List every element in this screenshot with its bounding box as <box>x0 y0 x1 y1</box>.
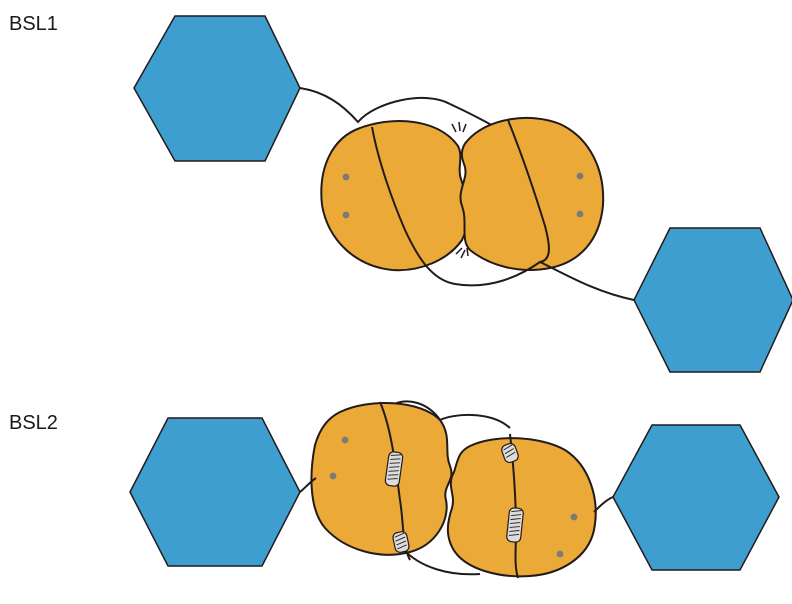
bsl1-domain-left <box>321 121 468 270</box>
bsl1-contact-marks-bottom <box>456 248 468 258</box>
bsl2-dot <box>571 514 578 521</box>
bsl2-dot <box>557 551 564 558</box>
bsl1-dot <box>577 211 584 218</box>
bsl2-diagram <box>130 401 779 578</box>
bsl2-linker-right <box>594 497 613 512</box>
bsl1-domain-right <box>460 118 603 270</box>
bsl2-dot <box>342 437 349 444</box>
bsl1-hexagon-left <box>134 16 300 161</box>
bsl1-diagram <box>134 16 792 372</box>
bsl1-dot <box>343 212 350 219</box>
bsl1-hexagon-right <box>634 228 792 372</box>
bsl2-hexagon-right <box>613 425 779 570</box>
bsl2-dot <box>330 473 337 480</box>
bsl1-contact-marks-top <box>452 122 466 132</box>
bsl1-dot <box>577 173 584 180</box>
bsl1-dot <box>343 174 350 181</box>
bsl2-hexagon-left <box>130 418 300 566</box>
bsl2-domain-right <box>448 438 596 576</box>
bsl2-hatch-segment <box>506 507 523 542</box>
